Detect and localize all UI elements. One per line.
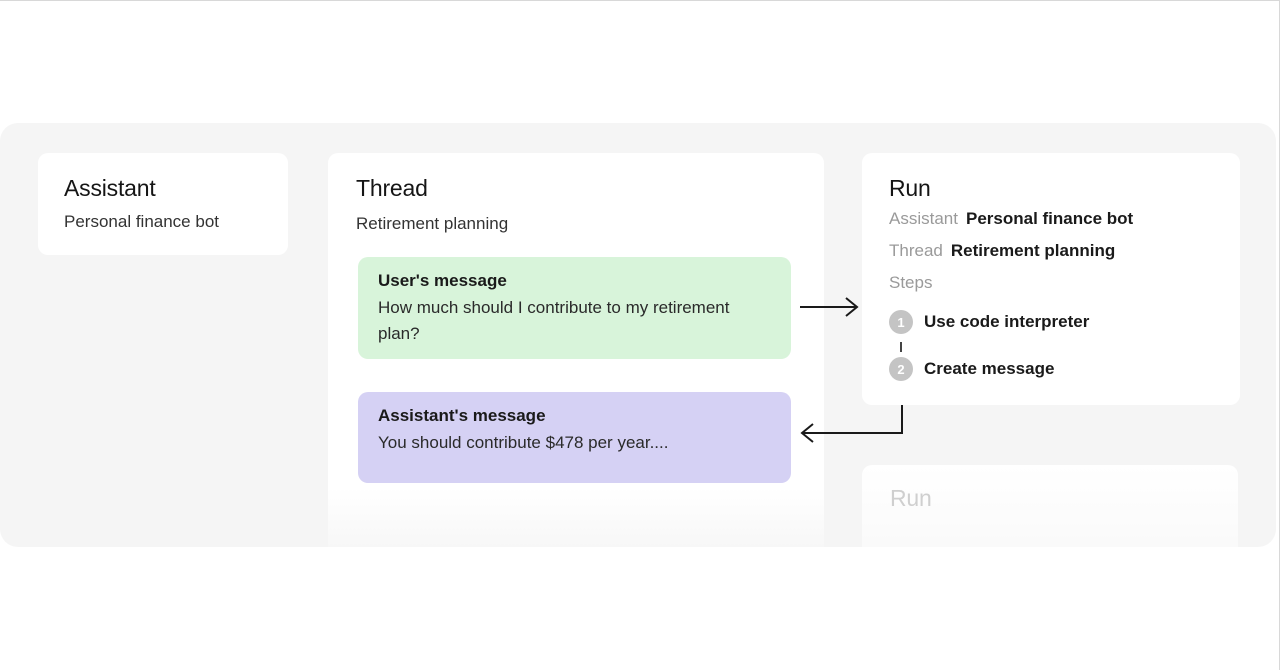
assistant-message-bubble: Assistant's message You should contribut… [358,392,791,483]
assistant-card-subtitle: Personal finance bot [64,212,219,231]
run-step-2-label: Create message [924,359,1055,378]
user-message-body: How much should I contribute to my retir… [378,298,730,343]
thread-card-title: Thread [356,175,428,201]
run-assistant-row: Assistant Personal finance bot [889,209,1133,229]
assistant-message-body: You should contribute $478 per year.... [378,433,669,452]
assistant-card: Assistant Personal finance bot [38,153,288,255]
user-message-heading: User's message [378,271,507,290]
run-step-1: 1 Use code interpreter [889,310,1089,334]
run-step-2: 2 Create message [889,357,1054,381]
run-card-title: Run [889,175,931,201]
run-steps-label: Steps [889,273,933,292]
run-thread-label: Thread [889,241,943,260]
assistant-card-title: Assistant [64,175,156,201]
run-assistant-value: Personal finance bot [965,209,1134,228]
user-message-bubble: User's message How much should I contrib… [358,257,791,359]
next-run-card-title: Run [890,485,932,511]
next-run-card: Run [862,465,1238,547]
thread-card-subtitle: Retirement planning [356,214,509,233]
run-thread-value: Retirement planning [950,241,1116,260]
run-thread-row: Thread Retirement planning [889,241,1115,261]
run-card: Run [862,153,1240,405]
run-step-1-label: Use code interpreter [924,312,1090,331]
step-number-badge: 1 [889,310,913,334]
assistant-message-heading: Assistant's message [378,406,546,425]
run-assistant-label: Assistant [889,209,958,228]
step-number-badge: 2 [889,357,913,381]
step-connector-line [900,342,902,352]
